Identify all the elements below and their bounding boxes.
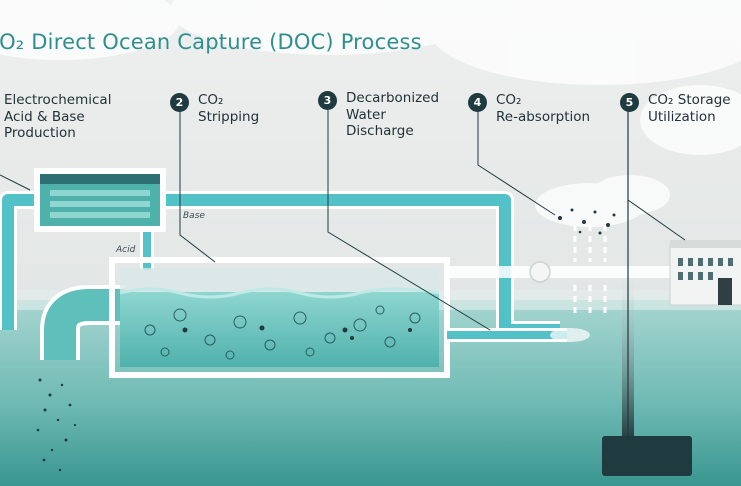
acid-flow-label: Acid — [116, 245, 136, 255]
step-2-badge: 2 — [170, 93, 189, 112]
storage-facility — [669, 240, 741, 306]
storage-reservoir — [602, 436, 692, 476]
step-2: 2 CO₂ Stripping — [170, 92, 259, 125]
step-3-label: Decarbonized Water Discharge — [346, 90, 440, 139]
stripping-tank — [109, 257, 450, 378]
cloud — [0, 0, 180, 60]
cloud — [430, 0, 741, 85]
leader-line-3 — [327, 110, 491, 331]
leader-lines — [0, 110, 686, 331]
step-5-badge: 5 — [620, 93, 639, 112]
step-3-badge: 3 — [318, 91, 337, 110]
leader-line-5 — [627, 199, 686, 241]
leader-line-2 — [179, 110, 216, 263]
cloud — [590, 175, 670, 215]
reabsorption-sprays — [573, 225, 607, 318]
step-2-label: CO₂ Stripping — [198, 92, 260, 125]
step-4-badge: 4 — [468, 93, 487, 112]
step-5-label: CO₂ Storage Utilization — [648, 92, 731, 125]
co2-line — [445, 261, 741, 283]
tank-co2-particles — [182, 325, 412, 340]
membrane-stack — [34, 168, 166, 232]
step-3: 3 Decarbonized Water Discharge — [318, 90, 439, 140]
step-1-label: Electrochemical Acid & Base Production — [4, 92, 112, 141]
injection-well — [602, 100, 692, 476]
step-4-label: CO₂ Re-absorption — [496, 92, 591, 125]
tank-bubbles — [144, 305, 421, 360]
leader-line-1 — [0, 174, 31, 191]
cloud — [170, 0, 490, 55]
co2-flow-meter — [529, 261, 551, 283]
step-5: 5 CO₂ Storage Utilization — [620, 92, 731, 125]
page-title: aO₂ Direct Ocean Capture (DOC) Process — [0, 30, 422, 54]
cloud — [640, 85, 741, 155]
inlet-pipe — [0, 191, 40, 330]
reabsorption-particles — [558, 208, 616, 235]
clouds — [0, 0, 741, 227]
step-4: 4 CO₂ Re-absorption — [468, 92, 590, 125]
base-flow-label: Base — [183, 211, 205, 221]
discharge-pipe — [447, 328, 590, 342]
intake-particles — [36, 378, 77, 472]
tank-water — [120, 292, 439, 367]
leader-line-4 — [477, 110, 556, 216]
